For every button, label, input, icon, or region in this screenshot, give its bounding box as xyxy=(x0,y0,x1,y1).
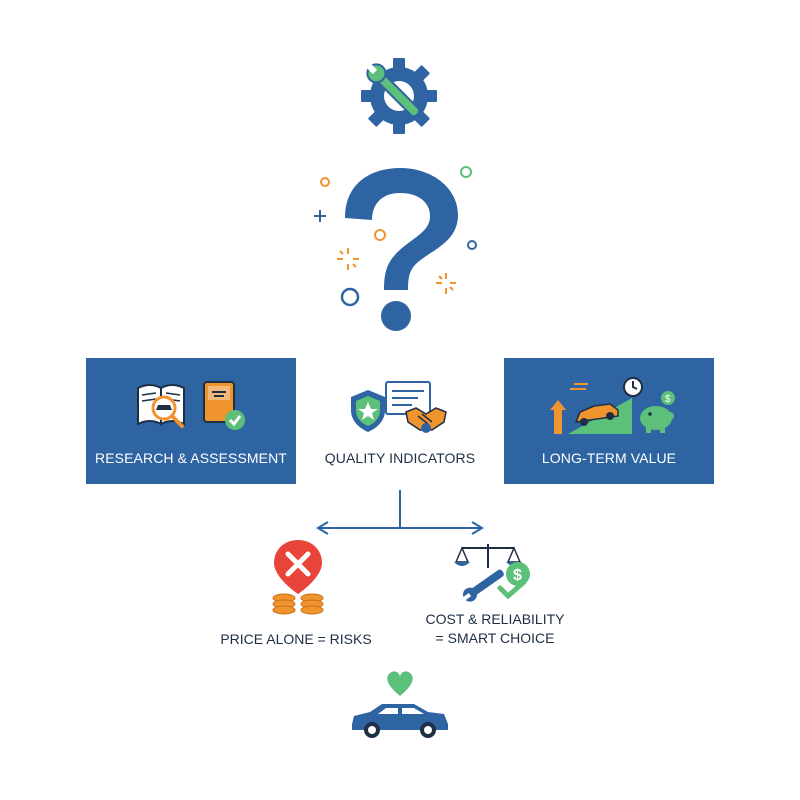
manual-checkmark-icon xyxy=(203,381,245,430)
cost-reliability-line2: = SMART CHOICE xyxy=(435,630,555,646)
upward-arrow-car-icon xyxy=(550,383,632,434)
panel-research-label: RESEARCH & ASSESSMENT xyxy=(95,450,287,466)
book-magnifier-car-icon xyxy=(137,384,185,428)
warning-pin-coins-icon xyxy=(272,540,324,615)
heart-icon xyxy=(387,671,413,696)
question-mark-icon xyxy=(314,166,477,331)
certificate-icon xyxy=(385,381,431,415)
svg-text:$: $ xyxy=(513,567,522,584)
svg-text:$: $ xyxy=(665,394,671,405)
panel-quality: QUALITY INDICATORS xyxy=(296,358,504,484)
panel-quality-label: QUALITY INDICATORS xyxy=(324,450,476,466)
piggy-bank-icon: $ xyxy=(640,391,675,433)
branch-connector xyxy=(316,490,484,535)
panel-value-label: LONG-TERM VALUE xyxy=(541,450,677,466)
gear-wrench-icon xyxy=(361,58,437,134)
car-icon xyxy=(352,704,448,738)
clock-icon xyxy=(623,377,643,397)
scale-wrench-dollar-icon: $ xyxy=(454,544,530,602)
shield-star-icon xyxy=(351,390,385,432)
cost-reliability-line1: COST & RELIABILITY xyxy=(425,611,565,627)
category-strip: RESEARCH & ASSESSMENT QUALITY INDICATORS xyxy=(86,358,714,484)
cost-reliability-caption: COST & RELIABILITY = SMART CHOICE xyxy=(395,610,595,648)
price-alone-text: PRICE ALONE = RISKS xyxy=(220,631,372,647)
heart-car-icon xyxy=(352,671,448,738)
panel-value: $ LONG-TERM VALUE xyxy=(504,358,714,484)
panel-research: RESEARCH & ASSESSMENT xyxy=(86,358,296,484)
handshake-icon xyxy=(405,407,447,433)
price-alone-caption: PRICE ALONE = RISKS xyxy=(196,630,396,649)
